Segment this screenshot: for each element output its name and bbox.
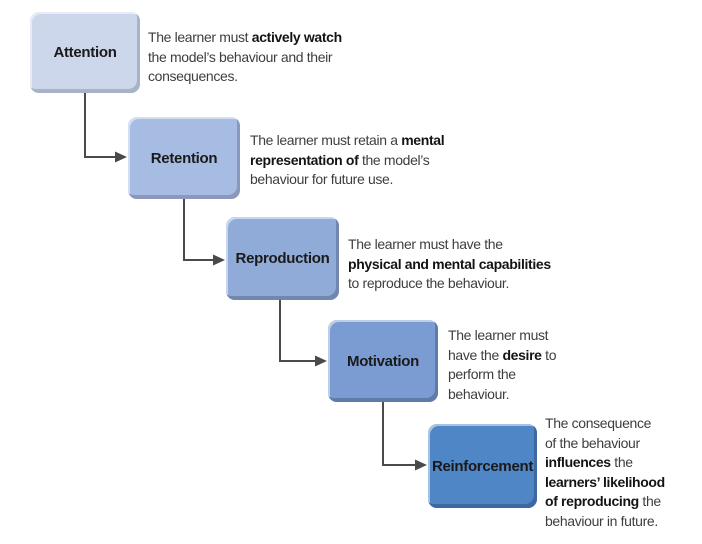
step-box-reproduction: Reproduction <box>226 217 339 300</box>
step-box-attention: Attention <box>30 12 140 93</box>
step-box-retention: Retention <box>128 117 240 199</box>
step-label-retention: Retention <box>150 149 218 167</box>
step-label-reinforcement: Reinforcement <box>431 457 534 475</box>
step-box-reinforcement: Reinforcement <box>428 424 537 508</box>
step-label-attention: Attention <box>53 44 117 61</box>
arrow-motivation-to-reinforcement <box>382 402 427 471</box>
arrow-retention-to-reproduction <box>183 199 225 266</box>
step-label-motivation: Motivation <box>347 352 419 370</box>
step-box-motivation: Motivation <box>328 320 438 402</box>
arrow-reproduction-to-motivation <box>279 300 327 367</box>
arrow-attention-to-retention <box>84 93 127 163</box>
step-label-reproduction: Reproduction <box>235 250 330 267</box>
